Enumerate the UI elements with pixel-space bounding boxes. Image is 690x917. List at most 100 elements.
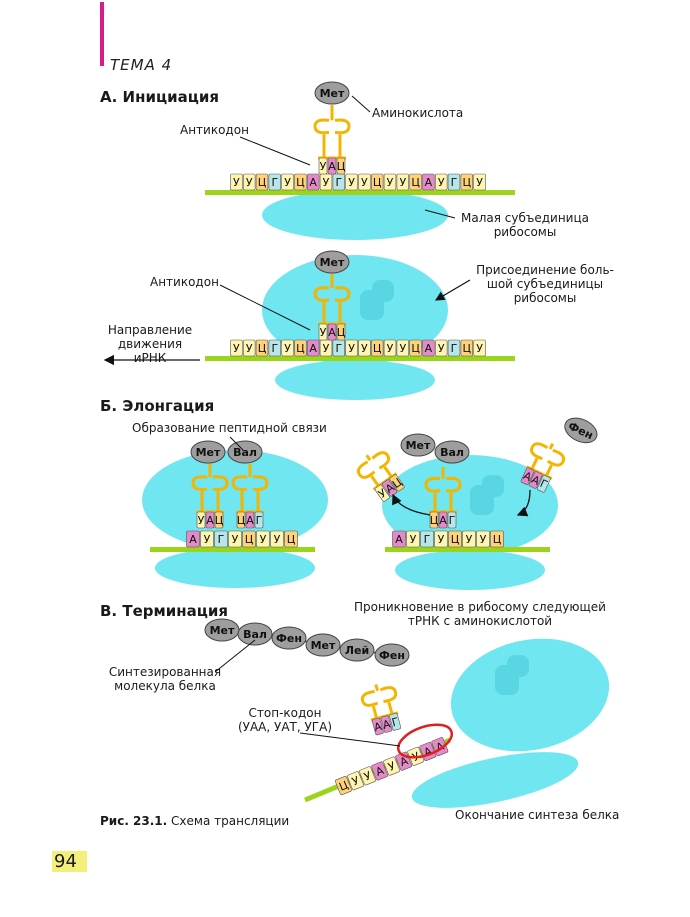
nucleotide-letter: Ц	[296, 342, 305, 355]
nucleotide: У	[359, 766, 376, 786]
nucleotide: А	[327, 157, 337, 175]
nucleotide: У	[256, 530, 270, 548]
nucleotide-letter: У	[284, 176, 291, 189]
nucleotide: У	[396, 339, 409, 357]
nucleotide: У	[396, 173, 409, 191]
nucleotide-letter: А	[328, 160, 336, 173]
nucleotide-letter: У	[348, 342, 355, 355]
nucleotide: У	[281, 339, 294, 357]
nucleotide-letter: Ц	[373, 342, 382, 355]
nucleotide-letter: Ц	[258, 342, 267, 355]
pointer-small-subunit	[424, 209, 456, 219]
nucleotide: Г	[268, 339, 281, 357]
nucleotide: А	[371, 761, 388, 781]
pointer-anticodon	[219, 284, 311, 331]
nucleotide-letter: А	[206, 514, 214, 527]
nucleotide: А	[392, 530, 406, 548]
nucleotide-letter: У	[274, 533, 281, 546]
nucleotide: А	[306, 339, 320, 357]
nucleotide: Г	[389, 713, 402, 731]
nucleotide-letter: У	[362, 769, 373, 784]
nucleotide: Ц	[370, 339, 384, 357]
nucleotide-letter: Ц	[411, 342, 420, 355]
nucleotide-letter: Г	[538, 477, 550, 492]
nucleotide-letter: У	[232, 533, 239, 546]
nucleotide: А	[245, 511, 255, 529]
nucleotide-letter: У	[260, 533, 267, 546]
nucleotide-letter: Г	[449, 514, 456, 527]
nucleotide-letter: Г	[335, 342, 342, 355]
nucleotide-letter: Г	[256, 514, 263, 527]
nucleotide: Г	[420, 530, 434, 548]
nucleotide-letter: У	[480, 533, 487, 546]
nucleotide-letter: Ц	[451, 533, 460, 546]
nucleotide: У	[230, 173, 243, 191]
pointer-stop-codon	[299, 732, 401, 747]
nucleotide: А	[371, 717, 384, 736]
nucleotide-letter: У	[233, 342, 240, 355]
nucleotide-letter: Ц	[287, 533, 296, 546]
nucleotide-letter: У	[476, 342, 483, 355]
nucleotide-letter: У	[438, 176, 445, 189]
nucleotide: А	[422, 339, 435, 357]
nucleotide: У	[383, 756, 401, 776]
nucleotide-letter: Ц	[463, 342, 472, 355]
nucleotide-letter: У	[246, 342, 253, 355]
nucleotide-letter: У	[320, 160, 327, 173]
large-subunit-shape	[450, 638, 610, 752]
nucleotide: У	[319, 339, 333, 357]
nucleotide-letter: Ц	[296, 176, 305, 189]
nucleotide: А	[306, 173, 320, 191]
amino-acid: Фен	[564, 417, 598, 444]
nucleotide-letter: А	[373, 720, 384, 735]
nucleotide-letter: У	[387, 176, 394, 189]
nucleotide-letter: Ц	[373, 176, 382, 189]
amino-acid-label: Фен	[276, 632, 302, 645]
nucleotide-letter: У	[399, 342, 406, 355]
nucleotide-letter: У	[350, 774, 361, 789]
nucleotide-letter: Ц	[337, 160, 346, 173]
nucleotide: Ц	[409, 173, 422, 191]
nucleotide: У	[243, 339, 256, 357]
nucleotide: У	[473, 339, 486, 357]
nucleotide: У	[358, 339, 371, 357]
nucleotide: Ц	[448, 530, 462, 548]
figure-caption: Рис. 23.1. Схема трансляции	[100, 814, 289, 828]
nucleotide-letter: Г	[451, 176, 458, 189]
amino-acid-label: Мет	[210, 624, 235, 637]
trna-leaving: УАЦ	[356, 451, 405, 502]
amino-acid: Мет	[190, 440, 226, 464]
nucleotide-letter: У	[438, 533, 445, 546]
topic-title: ТЕМА 4	[110, 56, 173, 74]
nucleotide: Ц	[336, 323, 346, 341]
nucleotide-letter: У	[323, 176, 330, 189]
small-subunit-shape	[395, 550, 545, 590]
nucleotide: У	[228, 530, 242, 548]
section-elongation: Б. Элонгация	[100, 397, 215, 415]
amino-acid-label: Вал	[440, 446, 464, 459]
nucleotide: А	[438, 511, 448, 529]
nucleotide-letter: А	[425, 176, 433, 189]
small-subunit-shape	[155, 548, 315, 588]
mrna-strand	[205, 356, 515, 361]
amino-acid: Мет	[204, 618, 240, 642]
nucleotide: Г	[332, 339, 345, 357]
small-subunit-shape	[411, 752, 579, 808]
trna-release: ААГ	[360, 684, 402, 736]
caption-text: Схема трансляции	[171, 814, 290, 828]
nucleotide: Ц	[255, 339, 269, 357]
nucleotide-letter: У	[198, 514, 205, 527]
amino-acid: Мет	[314, 250, 350, 274]
pointer-anticodon	[239, 136, 311, 166]
nucleotide: Ц	[255, 173, 269, 191]
nucleotide: У	[196, 511, 206, 529]
nucleotide: Ц	[294, 339, 307, 357]
label-amino-acid: Аминокислота	[372, 106, 464, 120]
